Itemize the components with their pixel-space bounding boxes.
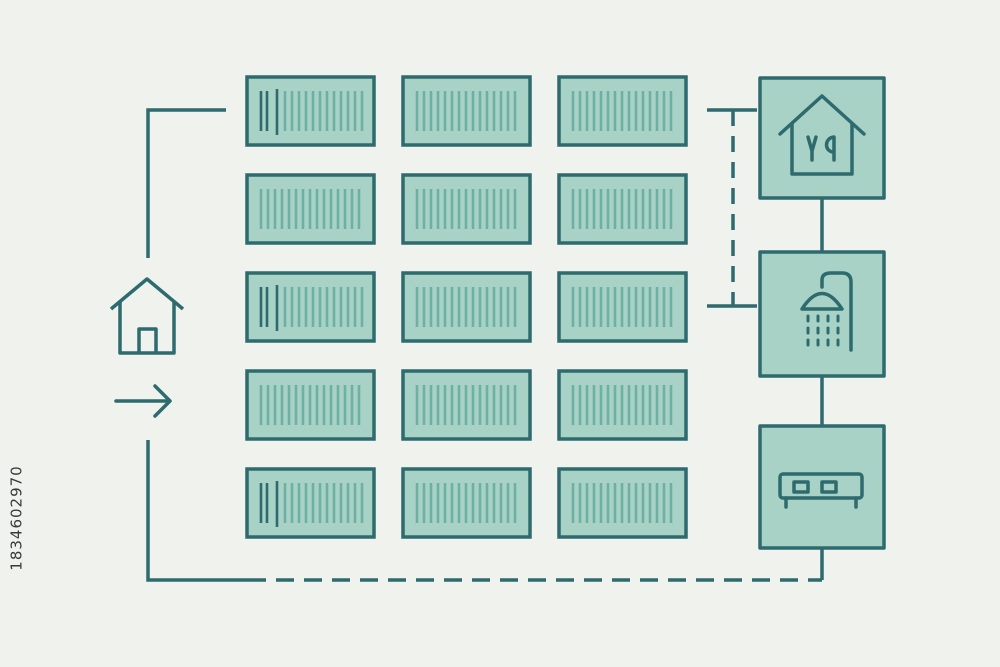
container-r2-c3 — [557, 173, 688, 245]
container-ribs — [415, 483, 517, 523]
container-r5-c1 — [245, 467, 376, 539]
container-door — [259, 89, 279, 135]
container-r4-c2 — [401, 369, 532, 441]
container-r3-c1 — [245, 271, 376, 343]
container-ribs — [415, 91, 517, 131]
container-r2-c2 — [401, 173, 532, 245]
container-ribs — [571, 483, 673, 523]
container-r2-c1 — [245, 173, 376, 245]
sofa-icon — [778, 472, 864, 509]
container-r4-c3 — [557, 369, 688, 441]
bottom-left-connector — [146, 440, 248, 582]
stock-id-watermark: 1834602970 — [4, 418, 30, 618]
shower-icon — [800, 271, 853, 352]
container-ribs — [259, 385, 361, 425]
container-r5-c3 — [557, 467, 688, 539]
container-door — [259, 481, 279, 527]
container-ribs — [571, 189, 673, 229]
container-grid — [245, 75, 688, 539]
container-ribs — [283, 287, 364, 327]
container-r1-c1 — [245, 75, 376, 147]
stock-id-text: 1834602970 — [8, 465, 26, 571]
container-ribs — [415, 189, 517, 229]
container-door — [259, 285, 279, 331]
container-ribs — [415, 287, 517, 327]
arrow-right-icon — [114, 384, 172, 418]
container-ribs — [259, 189, 361, 229]
container-r1-c2 — [401, 75, 532, 147]
container-ribs — [283, 483, 364, 523]
container-r5-c2 — [401, 467, 532, 539]
house-with-utensils-icon — [778, 94, 866, 176]
top-left-connector — [146, 108, 226, 258]
container-r3-c3 — [557, 271, 688, 343]
facility-column — [758, 76, 886, 550]
container-ribs — [571, 287, 673, 327]
container-ribs — [571, 385, 673, 425]
container-r4-c1 — [245, 369, 376, 441]
container-ribs — [571, 91, 673, 131]
house-icon — [109, 277, 185, 355]
container-r3-c2 — [401, 271, 532, 343]
container-ribs — [415, 385, 517, 425]
connector-lines — [146, 108, 824, 582]
container-r1-c3 — [557, 75, 688, 147]
shower-facility-box — [758, 250, 886, 378]
container-ribs — [283, 91, 364, 131]
